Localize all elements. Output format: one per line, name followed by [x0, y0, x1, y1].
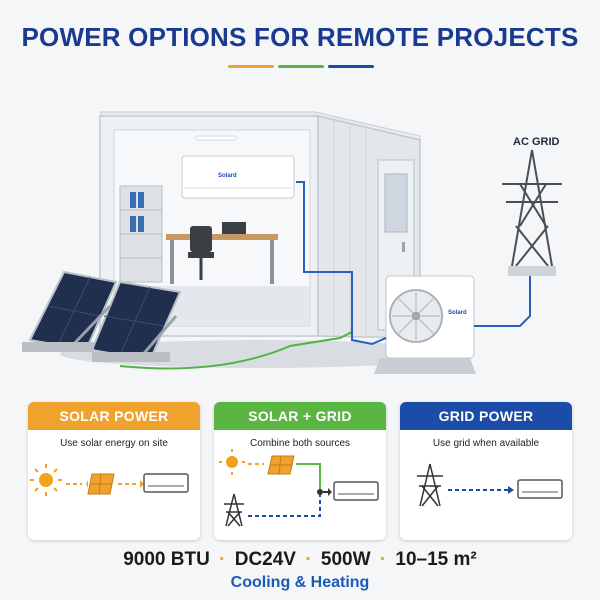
- title-accent-blue: [328, 65, 374, 68]
- sun-icon: [219, 449, 245, 475]
- panel-grid-power-diagram: [417, 463, 563, 507]
- outdoor-unit-brand: Solard: [448, 310, 467, 316]
- spec-btu: 9000 BTU: [123, 549, 210, 570]
- page-title: POWER OPTIONS FOR REMOTE PROJECTS: [21, 22, 579, 52]
- spec-area: 10–15 m²: [395, 549, 477, 570]
- sun-icon: [30, 464, 62, 496]
- title-accent-green: [278, 65, 324, 68]
- ac-grid-label: AC GRID: [513, 136, 560, 148]
- panel-solar-grid-diagram: [219, 449, 379, 527]
- spec-separator: ·: [305, 549, 312, 570]
- panel-grid-power-title: GRID POWER: [400, 402, 572, 430]
- panel-grid-power-subtitle: Use grid when available: [432, 438, 540, 449]
- panel-solar-power-diagram: [30, 464, 189, 496]
- power-option-panels: SOLAR POWER Use solar energy on site: [28, 402, 572, 542]
- panel-solar-power: SOLAR POWER Use solar energy on site: [28, 402, 200, 540]
- solar-cable: [119, 276, 353, 370]
- panel-solar-grid: SOLAR + GRID Combine both sources: [214, 402, 386, 540]
- air-conditioner-icon: [517, 479, 563, 499]
- transmission-tower-icon: [502, 149, 562, 267]
- outdoor-condenser-unit: Solard: [385, 275, 475, 359]
- transmission-tower-icon: [224, 493, 244, 527]
- transmission-tower-icon: [417, 463, 443, 507]
- solar-panel-icon: [22, 270, 182, 362]
- grid-cable: [474, 276, 531, 327]
- panel-solar-grid-title: SOLAR + GRID: [214, 402, 386, 430]
- solar-panel-icon: [267, 455, 295, 475]
- spec-voltage: DC24V: [234, 549, 296, 570]
- panel-solar-grid-subtitle: Combine both sources: [249, 438, 351, 449]
- title-accent-orange: [228, 65, 274, 68]
- product-scene: Solard Solard: [22, 111, 562, 374]
- indoor-cable: [296, 181, 387, 346]
- air-conditioner-icon: [143, 473, 189, 493]
- spec-separator: ·: [219, 549, 226, 570]
- solar-panel-icon: [87, 473, 115, 495]
- feature-line: Cooling & Heating: [230, 574, 370, 591]
- spec-power: 500W: [320, 549, 371, 570]
- spec-line: 9000 BTU · DC24V · 500W · 10–15 m²: [0, 549, 600, 571]
- panel-grid-power: GRID POWER Use grid when available: [400, 402, 572, 540]
- spec-separator: ·: [379, 549, 387, 570]
- panel-solar-power-subtitle: Use solar energy on site: [60, 438, 168, 449]
- indoor-unit-brand: Solard: [218, 173, 237, 179]
- panel-solar-power-title: SOLAR POWER: [28, 402, 200, 430]
- air-conditioner-icon: [333, 481, 379, 501]
